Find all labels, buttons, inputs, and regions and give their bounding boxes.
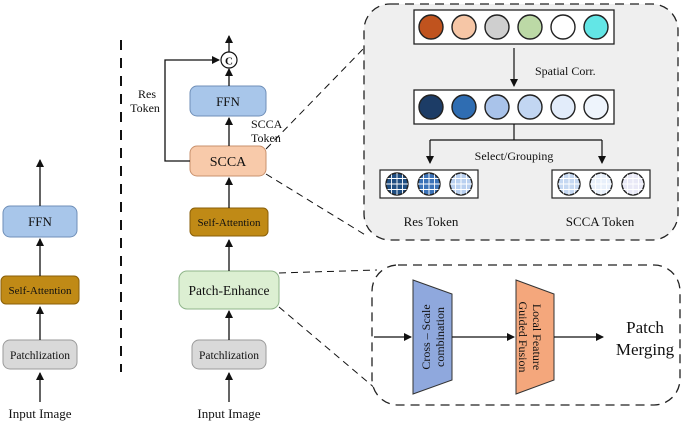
patch-enhance-detail-panel: Cross – Scale combination Local Feature …: [371, 264, 681, 406]
top-token-circle-6: [583, 14, 609, 40]
pe-zoom-line-top: [278, 269, 378, 274]
patch-merging-label-1: Patch: [626, 318, 664, 337]
middle-column: Input Image Patchlization Patch-Enhance …: [130, 35, 283, 421]
res-token-label-1: Res: [138, 87, 156, 101]
cross-scale-label-2: combination: [433, 307, 447, 367]
mid-input-label: Input Image: [197, 406, 260, 421]
scca-token-label-1: SCCA: [251, 117, 283, 131]
spatial-corr-label: Spatial Corr.: [535, 64, 596, 78]
top-token-frame: [413, 9, 615, 45]
concat-symbol: C: [225, 56, 233, 68]
scca-zoom-line-bottom: [265, 173, 368, 237]
local-feature-label-1: Local Feature: [530, 304, 544, 370]
mid-token-circle-4: [517, 94, 543, 120]
mid-ffn-label: FFN: [216, 94, 240, 109]
mid-token-frame: [413, 89, 615, 125]
top-token-circle-4: [517, 14, 543, 40]
scca-token-group-label: SCCA Token: [566, 214, 635, 229]
mid-token-circle-1: [418, 94, 444, 120]
mid-self-attention-label: Self-Attention: [198, 217, 261, 229]
mid-scca-label: SCCA: [210, 155, 247, 170]
cross-scale-label-1: Cross – Scale: [419, 304, 433, 369]
local-feature-block: [515, 279, 555, 395]
select-grouping-label: Select/Grouping: [475, 149, 554, 163]
left-self-attention-label: Self-Attention: [9, 285, 72, 297]
top-token-circle-5: [550, 14, 576, 40]
mid-token-circle-5: [550, 94, 576, 120]
mid-patchify-label: Patchlization: [199, 350, 259, 362]
left-ffn-label: FFN: [28, 214, 52, 229]
local-feature-label-2: Guided Fusion: [516, 301, 530, 372]
mid-token-circle-2: [451, 94, 477, 120]
left-column: Input Image Patchlization Self-Attention…: [0, 159, 80, 421]
patch-merging-label-2: Merging: [616, 340, 675, 359]
mid-token-circle-3: [484, 94, 510, 120]
pe-zoom-line-bottom: [278, 306, 390, 401]
scca-detail-panel: Spatial Corr. Select/Grouping Res Token …: [363, 3, 679, 241]
mid-patch-enhance-label: Patch-Enhance: [189, 283, 270, 298]
res-token-label-2: Token: [130, 101, 160, 115]
mid-token-circle-6: [583, 94, 609, 120]
top-token-circle-2: [451, 14, 477, 40]
cross-scale-block: [412, 279, 453, 395]
top-token-circle-3: [484, 14, 510, 40]
scca-token-label-2: Token: [251, 131, 281, 145]
scca-zoom-line-top: [265, 44, 368, 150]
left-input-label: Input Image: [8, 406, 71, 421]
mid-ffn-box: [189, 85, 267, 117]
res-token-group-label: Res Token: [404, 214, 459, 229]
left-patchify-label: Patchlization: [10, 350, 70, 362]
res-token-skip-path: [164, 56, 220, 162]
top-token-circle-1: [418, 14, 444, 40]
